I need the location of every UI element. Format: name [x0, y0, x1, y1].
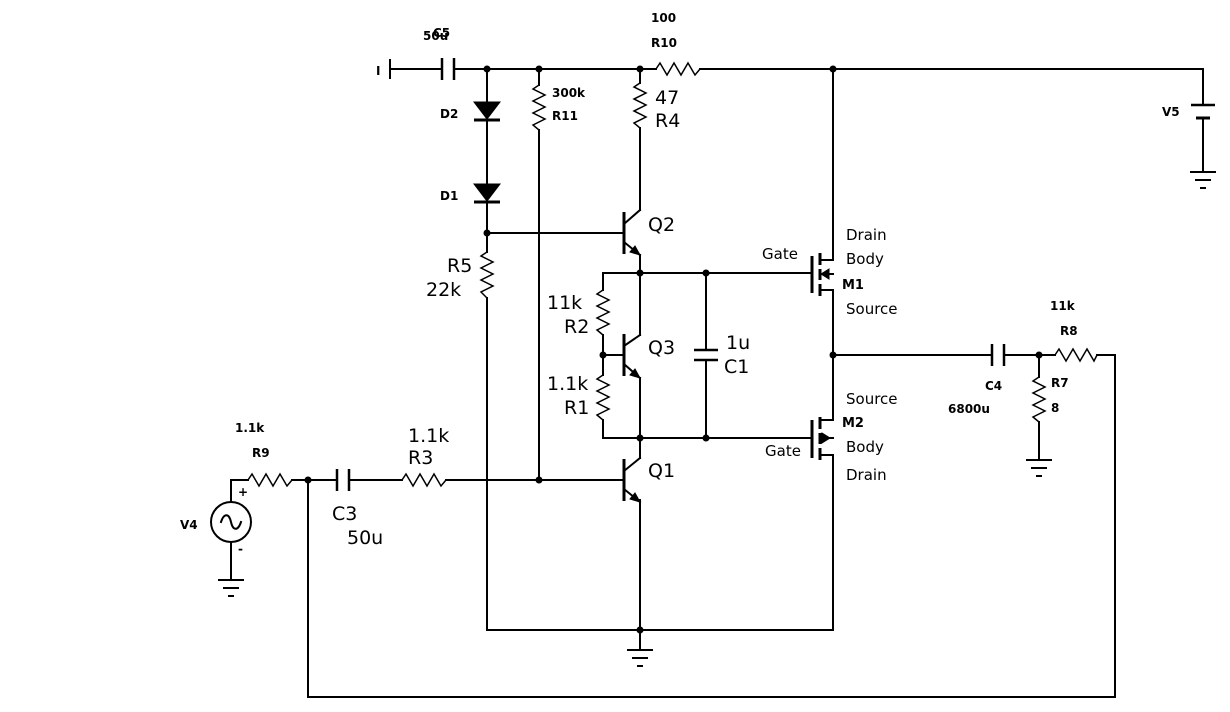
transistor-q1: Q1 [622, 456, 675, 504]
resistor-r2: 11k R2 [547, 289, 611, 338]
r11-value: 300k [552, 86, 586, 100]
capacitor-c4: C4 6800u [948, 344, 1006, 416]
m2-source-label: Source [846, 390, 898, 408]
v4-name: V4 [180, 518, 198, 532]
capacitor-c3: C3 50u [332, 469, 383, 549]
r4-value: 47 [655, 87, 679, 109]
c3-value: 50u [347, 527, 383, 549]
ground-r7 [1026, 459, 1052, 477]
m1-gate-label: Gate [762, 245, 798, 263]
r1-name: R1 [564, 397, 589, 419]
c1-name: C1 [724, 356, 749, 378]
resistor-r9: 1.1k R9 [235, 421, 293, 488]
ground-symbols [218, 171, 1216, 667]
resistor-r10: 100 R10 [651, 11, 701, 77]
v4-plus: + [238, 485, 248, 499]
r9-value: 1.1k [235, 421, 265, 435]
r11-name: R11 [552, 109, 578, 123]
c5-name: C5 [433, 26, 450, 40]
m2-gate-label: Gate [765, 442, 801, 460]
m1-name: M1 [842, 278, 864, 293]
r3-value: 1.1k [408, 425, 449, 447]
r10-value: 100 [651, 11, 676, 25]
r5-name: R5 [447, 255, 472, 277]
m2-drain-label: Drain [846, 466, 887, 484]
c4-value: 6800u [948, 402, 990, 416]
q2-name: Q2 [648, 214, 675, 236]
c5-value: 50u [423, 29, 448, 43]
mosfet-m2: Source M2 Body Drain Gate [765, 390, 898, 484]
m1-drain-label: Drain [846, 226, 887, 244]
transistor-q3: Q3 [622, 333, 675, 380]
battery-v5: V5 [1162, 103, 1215, 120]
c3-name: C3 [332, 503, 357, 525]
v4-minus: - [238, 542, 243, 556]
d1-name: D1 [440, 189, 458, 203]
m1-body-label: Body [846, 250, 884, 268]
ground-v5 [1190, 171, 1216, 189]
d2-name: D2 [440, 107, 458, 121]
r10-name: R10 [651, 36, 677, 50]
r4-name: R4 [655, 110, 680, 132]
resistor-r11: 300k R11 [531, 84, 586, 131]
m2-name: M2 [842, 416, 864, 431]
c4-name: C4 [985, 379, 1002, 393]
ground-main [627, 649, 653, 667]
resistor-r5: R5 22k [426, 251, 495, 301]
r8-name: R8 [1060, 324, 1078, 338]
r7-value: 8 [1051, 401, 1059, 415]
resistor-r1: 1.1k R1 [547, 373, 611, 421]
resistor-r3: 1.1k R3 [401, 425, 449, 488]
v5-name: V5 [1162, 105, 1180, 119]
r7-name: R7 [1051, 376, 1069, 390]
m2-body-label: Body [846, 438, 884, 456]
resistor-r4: 47 R4 [632, 82, 680, 132]
r2-value: 11k [547, 292, 582, 314]
capacitor-c5: 50u C5 [423, 26, 456, 80]
resistor-r7: R7 8 [1031, 376, 1069, 423]
r5-value: 22k [426, 279, 461, 301]
ac-source-v4: + - V4 [180, 485, 252, 556]
q1-name: Q1 [648, 460, 675, 482]
c1-value: 1u [726, 332, 750, 354]
diode-d1: D1 [440, 183, 502, 204]
r1-value: 1.1k [547, 373, 588, 395]
transistor-q2: Q2 [622, 208, 675, 257]
mosfet-m1: Drain Body M1 Source Gate [762, 226, 898, 318]
capacitor-c1: 1u C1 [694, 332, 750, 378]
r9-name: R9 [252, 446, 270, 460]
terminal-mark: I [376, 64, 380, 78]
q3-name: Q3 [648, 337, 675, 359]
ground-v4 [218, 579, 244, 597]
r8-value: 11k [1050, 299, 1076, 313]
diode-d2: D2 [440, 101, 502, 122]
input-terminal: I [376, 59, 391, 79]
m1-source-label: Source [846, 300, 898, 318]
r3-name: R3 [408, 447, 433, 469]
resistor-r8: 11k R8 [1050, 299, 1098, 363]
junction-dots [304, 65, 1043, 634]
r2-name: R2 [564, 316, 589, 338]
